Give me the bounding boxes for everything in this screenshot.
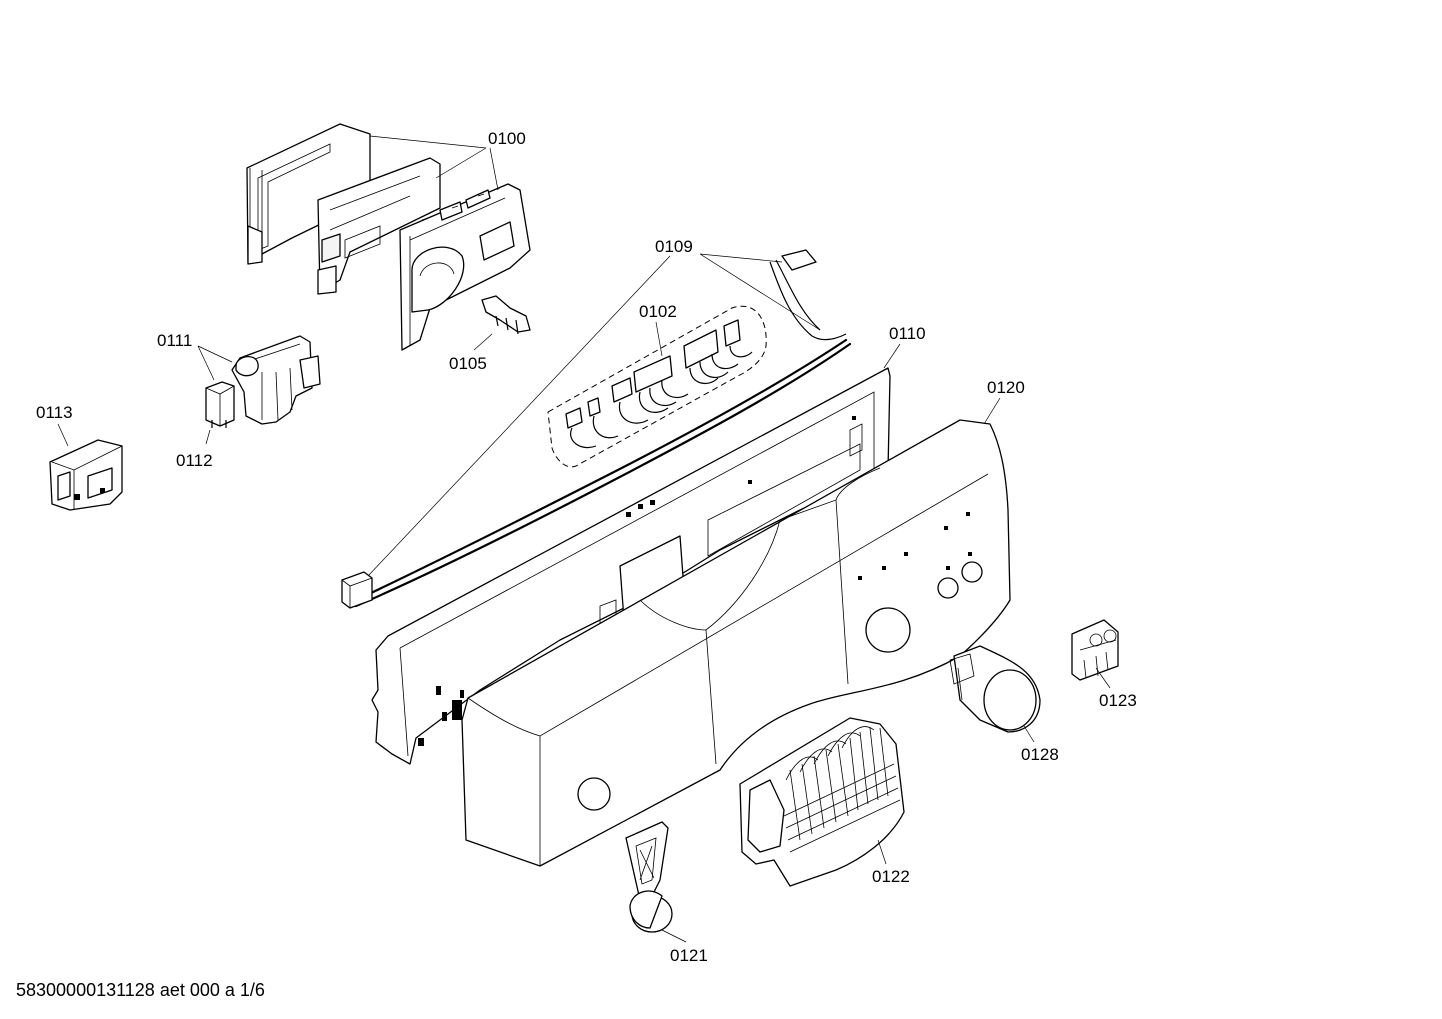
label-0122: 0122 xyxy=(872,867,910,886)
label-0128: 0128 xyxy=(1021,745,1059,764)
part-0128-knob xyxy=(949,645,1041,733)
part-0123-bracket xyxy=(1071,619,1119,681)
label-0121: 0121 xyxy=(670,946,708,965)
label-0112: 0112 xyxy=(176,451,213,470)
leader-lines xyxy=(57,135,1111,943)
part-labels: 0100 0109 0102 0110 0111 0105 0120 0113 … xyxy=(36,129,1137,965)
part-0122-drawer xyxy=(739,717,905,887)
part-0109-harness xyxy=(341,249,852,609)
part-0100-module-housing xyxy=(246,123,531,351)
part-0120-fascia xyxy=(461,419,1011,867)
part-0111-switch xyxy=(231,335,321,425)
drawing-code: 58300000131128 aet 000 a 1/6 xyxy=(16,980,265,1000)
label-0111: 0111 xyxy=(157,331,192,350)
label-0109: 0109 xyxy=(655,237,693,256)
part-0113-relay xyxy=(49,439,123,511)
part-0121-lever xyxy=(625,821,673,933)
part-0102-connectors xyxy=(547,305,767,468)
label-0123: 0123 xyxy=(1099,691,1137,710)
part-0112-component xyxy=(205,381,235,428)
label-0102: 0102 xyxy=(639,302,677,321)
label-0120: 0120 xyxy=(987,378,1025,397)
part-0110-frame xyxy=(371,367,891,765)
label-0113: 0113 xyxy=(36,403,73,422)
label-0105: 0105 xyxy=(449,354,487,373)
label-0100: 0100 xyxy=(488,129,526,148)
label-0110: 0110 xyxy=(889,324,926,343)
